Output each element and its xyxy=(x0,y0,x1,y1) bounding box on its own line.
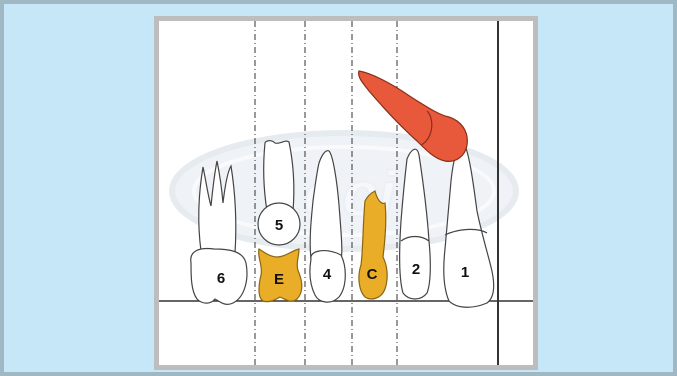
tooth-E-label: E xyxy=(274,271,284,288)
tooth-4-label: 4 xyxy=(323,266,332,283)
tooth-C-label: C xyxy=(367,266,378,283)
diagram-panel: Loci 6 5 E xyxy=(154,16,538,370)
dental-diagram: Loci 6 5 E xyxy=(159,21,533,365)
tooth-6-label: 6 xyxy=(217,270,225,287)
tooth-1-label: 1 xyxy=(461,264,469,281)
tooth-2-label: 2 xyxy=(412,261,420,278)
tooth-5-label: 5 xyxy=(275,217,283,234)
